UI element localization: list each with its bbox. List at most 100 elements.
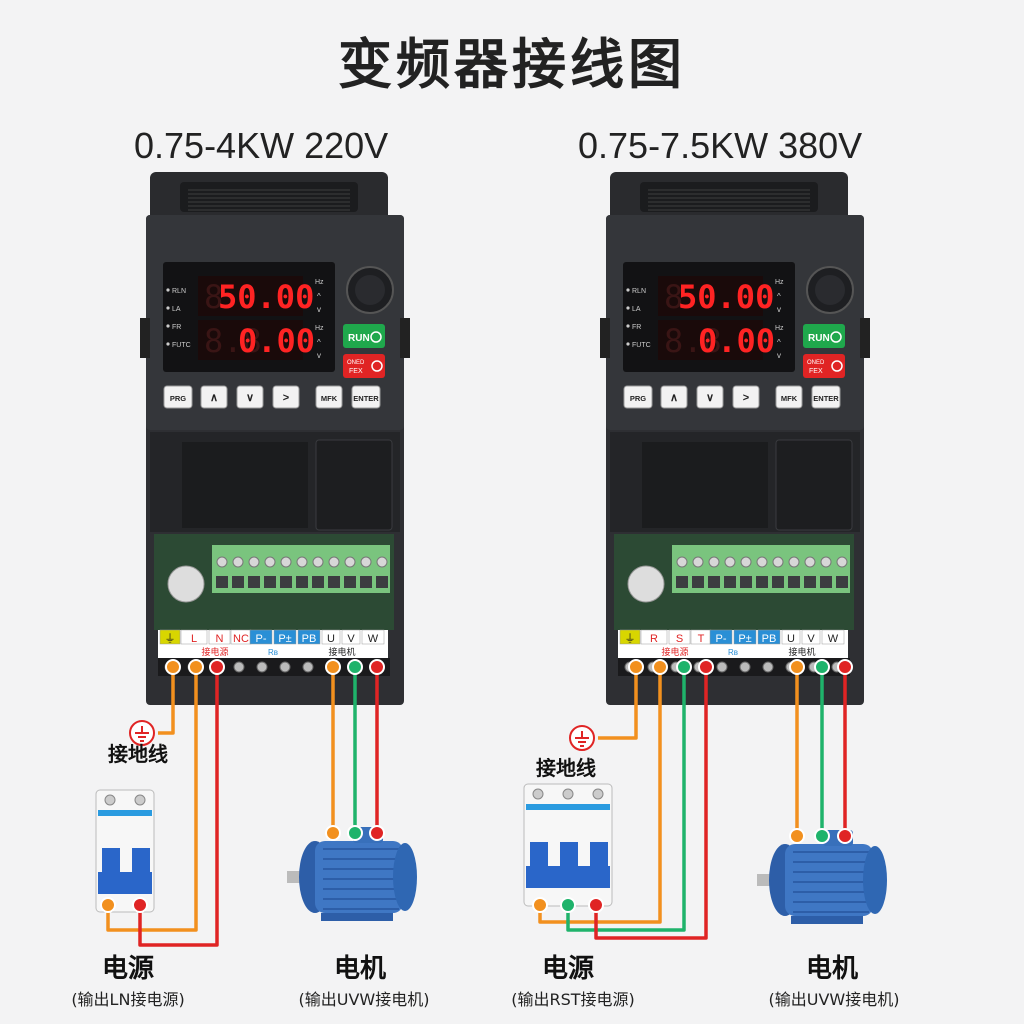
keypad-button-label: ∧: [210, 392, 218, 404]
terminal-label: R: [650, 633, 658, 645]
indicator-label: FR: [632, 324, 641, 331]
terminal-label-box: [249, 629, 273, 645]
left-motor-label: 电机: [333, 954, 386, 984]
wire-terminal-dot: [789, 659, 805, 675]
fan-grill: [640, 182, 818, 212]
fan-grill: [180, 182, 358, 212]
led-ghost: 8: [204, 278, 223, 316]
led-frequency-top: 50.00: [218, 278, 314, 316]
terminal-screw: [788, 556, 800, 568]
right-motor-icon: [757, 830, 887, 924]
terminal-screw: [740, 556, 752, 568]
terminal-screw: [328, 556, 340, 568]
side-clip: [860, 318, 870, 358]
stop-button: [803, 354, 845, 378]
led-frequency-top: 50.00: [678, 278, 774, 316]
wire-terminal-dot: [814, 828, 830, 844]
left-ground-wire: [158, 667, 175, 735]
power-terminal-screw: [302, 661, 314, 673]
keypad-button: [315, 385, 343, 409]
terminal-label: N: [216, 633, 224, 645]
terminal-slot: [820, 576, 832, 588]
terminal-label-box: [733, 629, 757, 645]
wire-terminal-dot: [325, 659, 341, 675]
keypad-button-label: >: [743, 392, 749, 404]
terminal-slot: [724, 576, 736, 588]
terminal-screw: [820, 556, 832, 568]
slot: [642, 442, 768, 528]
motor-fan-cover: [863, 846, 887, 914]
unit-hz: Hz: [775, 325, 784, 332]
keypad-button-label: >: [283, 392, 289, 404]
terminal-slot: [248, 576, 260, 588]
terminal-slot: [708, 576, 720, 588]
terminal-screw: [772, 556, 784, 568]
indicator-led: [626, 306, 630, 310]
led-frequency-bottom: 0.00: [698, 322, 775, 360]
slot: [182, 442, 308, 528]
terminal-screw: [360, 556, 372, 568]
keypad-button: [775, 385, 803, 409]
stop-icon: [371, 360, 383, 372]
cover-flap: [315, 439, 393, 531]
run-icon: [370, 331, 382, 343]
terminal-label: W: [828, 633, 839, 645]
right-T-wire: [594, 667, 708, 940]
left-model-label: 0.75-4KW 220V: [134, 125, 389, 166]
wire-terminal-dot: [325, 825, 341, 841]
led-ghost: 8: [664, 278, 683, 316]
terminal-label: ⏚: [165, 632, 176, 645]
terminal-label-box: [273, 629, 297, 645]
indicator-label: RLN: [172, 288, 186, 295]
run-icon: [830, 331, 842, 343]
led-bottom-bg: [198, 320, 303, 360]
unit-hz: Hz: [315, 325, 324, 332]
terminal-slot: [232, 576, 244, 588]
keypad-button: [732, 385, 760, 409]
breaker-screw: [532, 788, 544, 800]
wire-terminal-dot: [676, 659, 692, 675]
wire-terminal-dot: [628, 659, 644, 675]
left-L-wire: [106, 667, 198, 932]
terminal-label-box: [801, 629, 821, 645]
keypad-button-label: ∧: [670, 392, 678, 404]
terminal-label-box: [361, 629, 385, 645]
indicator-led: [166, 342, 170, 346]
stop-icon: [831, 360, 843, 372]
side-clip: [600, 318, 610, 358]
keypad-button: [696, 385, 724, 409]
wire-terminal-dot: [814, 659, 830, 675]
terminal-label: T: [698, 633, 705, 645]
left-power-note: (输出LN接电源): [71, 990, 185, 1009]
keypad-button-label: ∨: [706, 392, 714, 404]
terminal-screw: [232, 556, 244, 568]
knob-center: [815, 275, 845, 305]
side-clip: [140, 318, 150, 358]
keypad-button: [811, 385, 841, 409]
wire-terminal-dot: [789, 828, 805, 844]
power-terminal-screw: [233, 661, 245, 673]
power-terminal-screw: [256, 661, 268, 673]
capacitor: [167, 565, 205, 603]
terminal-label-box: [297, 629, 321, 645]
terminal-slot: [376, 576, 388, 588]
stop-button: [343, 354, 385, 378]
terminal-screw: [708, 556, 720, 568]
wire-terminal-dot: [837, 659, 853, 675]
breaker-toggle: [560, 842, 578, 866]
breaker-handle: [98, 872, 152, 894]
wire-terminal-dot: [347, 825, 363, 841]
keypad-button: [272, 385, 300, 409]
wire-terminal-dot: [532, 897, 548, 913]
power-terminal-screw: [716, 661, 728, 673]
terminal-label: NC: [233, 633, 249, 645]
terminal-screw: [676, 556, 688, 568]
indicator-led: [166, 324, 170, 328]
wire-terminal-dot: [347, 659, 363, 675]
terminal-slot: [296, 576, 308, 588]
unit-arrow: ^: [317, 292, 321, 301]
right-ground-icon: [569, 725, 595, 751]
breaker-screw: [592, 788, 604, 800]
terminal-slot: [264, 576, 276, 588]
unit-arrow: ^: [777, 292, 781, 301]
